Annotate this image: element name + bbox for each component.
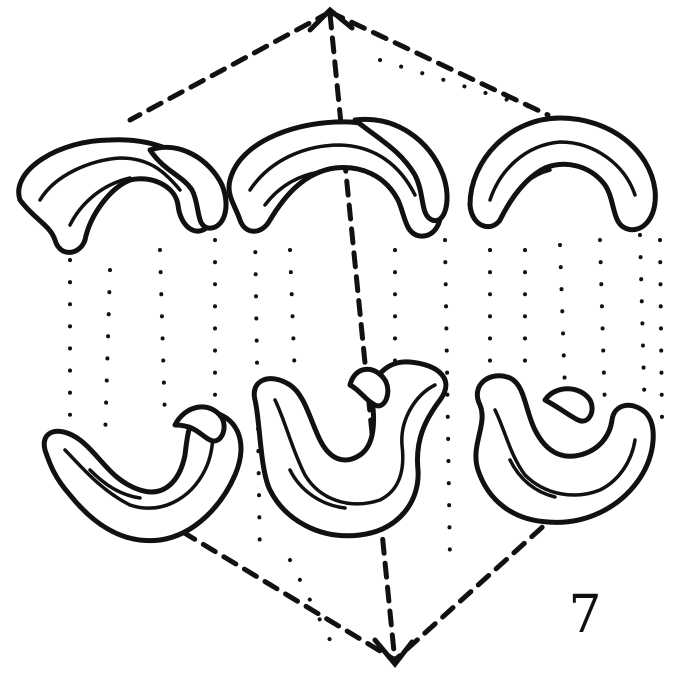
- spindle-outline: [80, 12, 650, 660]
- spindle-axis: [330, 14, 395, 662]
- chromosome-pair-top-left: [19, 140, 226, 253]
- figure-number: 7: [560, 585, 610, 645]
- chromosome-pair-top-middle: [229, 119, 447, 236]
- chromosome-pair-top-right: [470, 118, 655, 230]
- chromosome-pair-bottom-middle: [254, 362, 446, 536]
- chromosome-pair-bottom-left: [44, 407, 241, 541]
- chromosome-pair-bottom-right: [476, 376, 653, 523]
